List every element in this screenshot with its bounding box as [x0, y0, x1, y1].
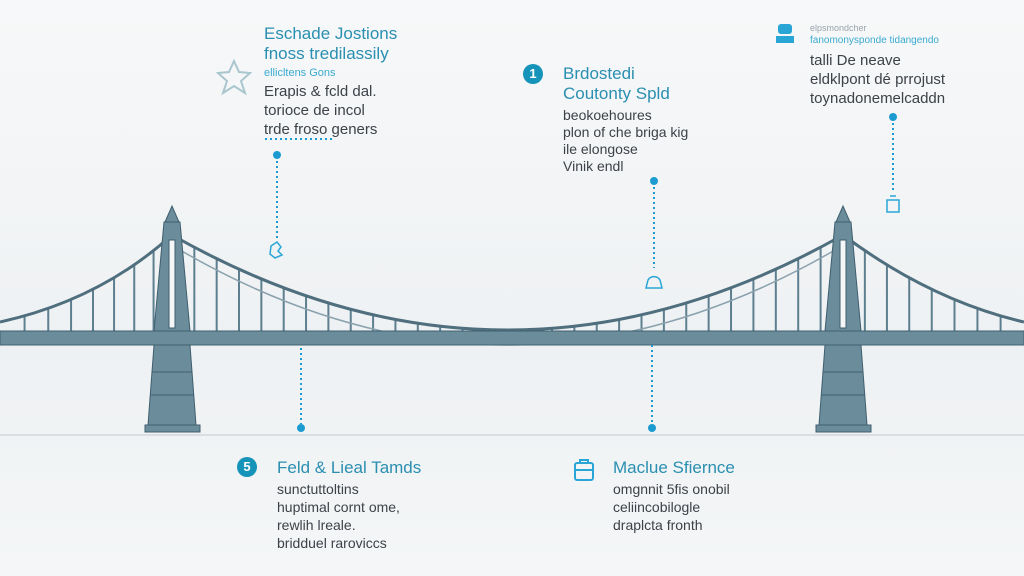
- bridge-hangers: [23, 247, 1002, 331]
- step-number-badge: 1: [523, 64, 543, 84]
- callout-leaders: [265, 113, 897, 432]
- callout-body-line: celiincobilogle: [613, 499, 701, 515]
- callout-body-line: trde froso geners: [264, 121, 378, 138]
- main-cable-left: [0, 233, 174, 324]
- callout-subtitle: fanomonysponde tidangendo: [810, 35, 939, 46]
- callout-top-left: Eschade Jostions fnoss tredilassily elli…: [264, 24, 397, 139]
- callout-bottom-left: Feld & Lieal Tamds sunctuttoltins huptim…: [277, 458, 421, 552]
- callout-body-line: toynadonemelcaddn: [810, 90, 946, 107]
- callout-subtitle: ellicltens Gons: [264, 67, 336, 79]
- callout-title: Feld & Lieal Tamds: [277, 458, 422, 477]
- callout-body-line: eldklpont dé prrojust: [810, 71, 946, 88]
- callout-title: Maclue Sfiernce: [613, 458, 735, 477]
- callout-top-right: elpsmondcher fanomonysponde tidangendo t…: [810, 22, 945, 108]
- robot-icon: [773, 20, 797, 51]
- callout-body-line: talli De neave: [810, 52, 901, 69]
- callout-small-label: elpsmondcher: [810, 23, 867, 33]
- callout-body-line: Erapis & fcld dal.: [264, 83, 377, 100]
- step-number-badge: 5: [237, 457, 257, 477]
- main-cable-center: [171, 233, 844, 332]
- callout-body-line: omgnnit 5fis onobil: [613, 481, 730, 497]
- callout-body-line: beokoehoures: [563, 107, 652, 123]
- callout-body-line: ile elongose: [563, 141, 638, 157]
- callout-title: Brdostedi: [563, 64, 635, 83]
- star-emblem-icon: [215, 58, 253, 101]
- callout-body-line: rewlih lreale.: [277, 517, 356, 533]
- callout-title-line2: Coutonty Spld: [563, 84, 670, 103]
- helmet-icon: [645, 275, 663, 289]
- callout-title: Eschade Jostions: [264, 24, 398, 43]
- bridge-deck: [0, 330, 1024, 346]
- person-icon: [886, 195, 900, 213]
- callout-body-line: huptimal cornt ome,: [277, 499, 400, 515]
- main-cable-right: [842, 233, 1024, 324]
- toolbox-icon: [572, 457, 596, 488]
- callout-body-line: torioce de incol: [264, 102, 365, 119]
- callout-body-line: plon of che briga kig: [563, 124, 689, 140]
- callout-body-line: draplcta fronth: [613, 517, 703, 533]
- callout-body-line: sunctuttoltins: [277, 481, 359, 497]
- callout-title-line2: fnoss tredilassily: [264, 44, 389, 63]
- callout-bottom-right: Maclue Sfiernce omgnnit 5fis onobil celi…: [613, 458, 735, 534]
- worker-icon: [269, 240, 284, 259]
- callout-body-line: Vinik endl: [563, 158, 624, 174]
- callout-body-line: bridduel raroviccs: [277, 535, 387, 551]
- callout-top-middle: Brdostedi Coutonty Spld beokoehoures plo…: [563, 64, 688, 175]
- right-tower: [815, 204, 872, 433]
- left-tower: [144, 204, 201, 433]
